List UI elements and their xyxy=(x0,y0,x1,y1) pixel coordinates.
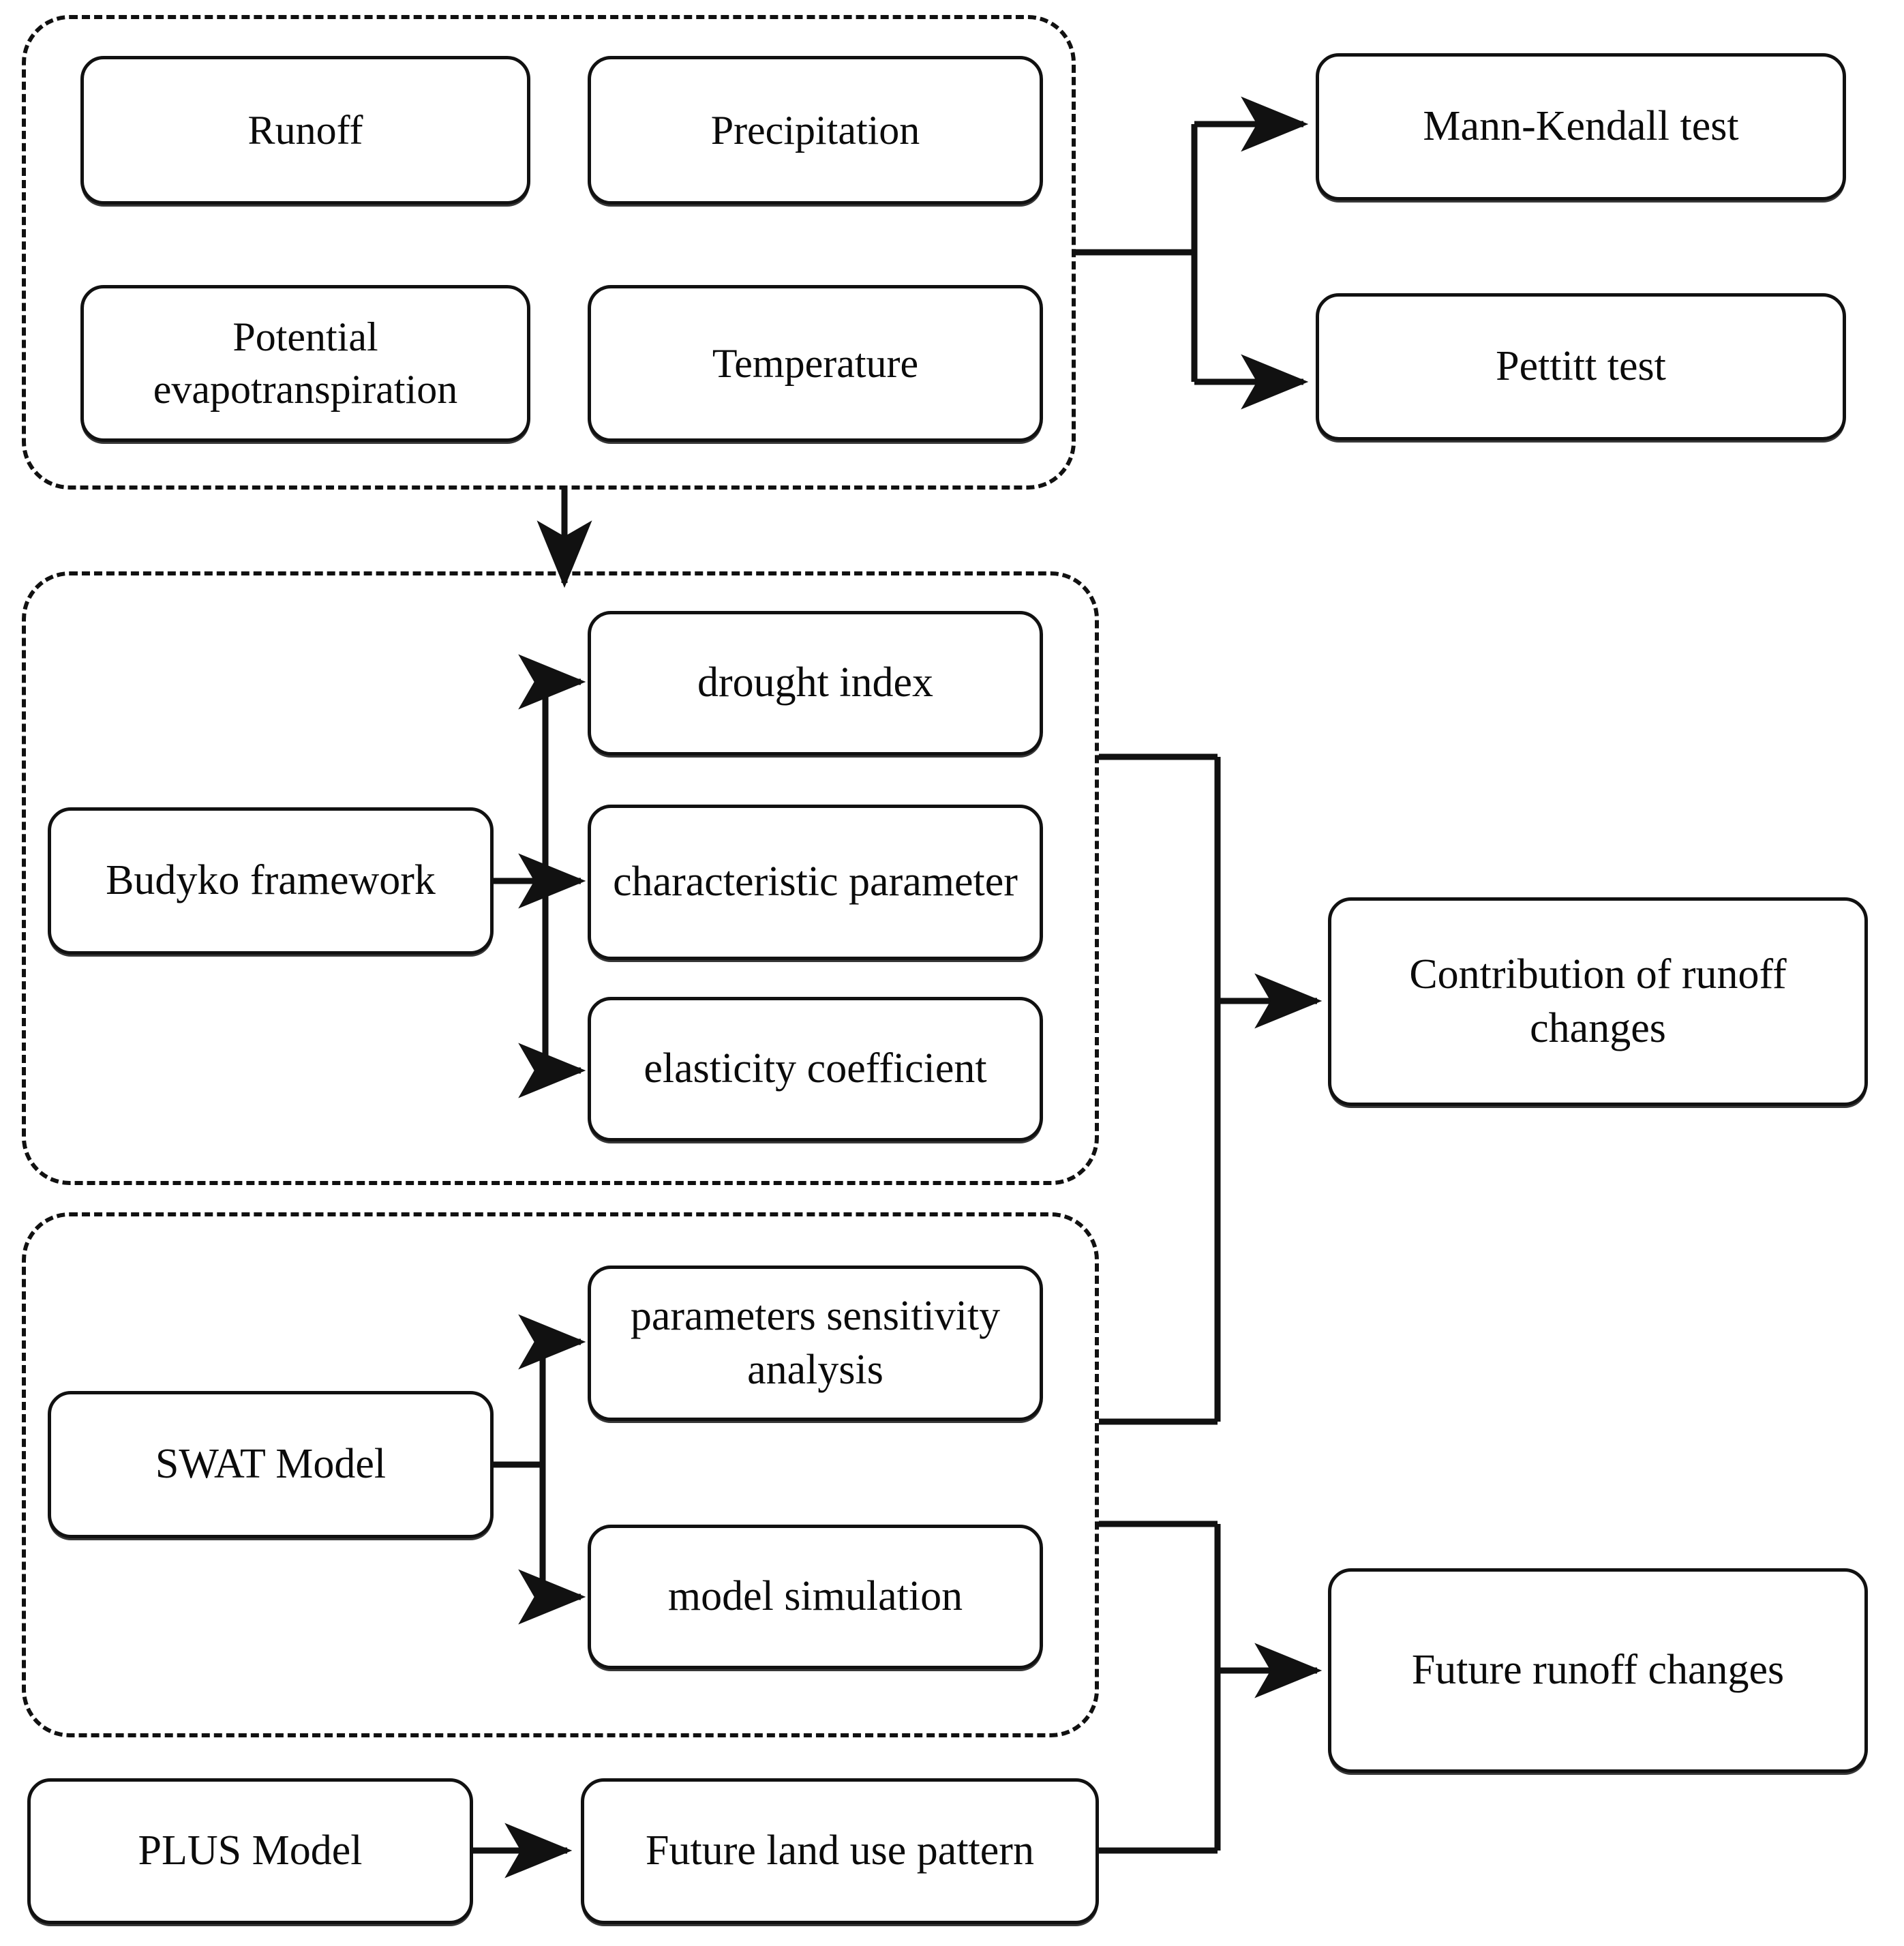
node-runoff[interactable]: Runoff xyxy=(80,56,530,205)
node-swat-model-label: SWAT Model xyxy=(155,1441,387,1488)
node-budyko-framework[interactable]: Budyko framework xyxy=(48,807,494,955)
node-parameters-sensitivity-analysis[interactable]: parameters sensitivity analysis xyxy=(588,1266,1043,1421)
node-temperature[interactable]: Temperature xyxy=(588,285,1043,442)
node-potential-evapotranspiration[interactable]: Potential evapotranspiration xyxy=(80,285,530,442)
node-pettitt-test-label: Pettitt test xyxy=(1496,343,1666,390)
node-mann-kendall-test[interactable]: Mann-Kendall test xyxy=(1316,53,1846,200)
node-parameters-sensitivity-analysis-label: parameters sensitivity analysis xyxy=(630,1292,1001,1393)
node-future-land-use-pattern-label: Future land use pattern xyxy=(646,1827,1034,1874)
node-precipitation-label: Precipitation xyxy=(710,107,920,153)
node-runoff-label: Runoff xyxy=(247,107,363,153)
node-pettitt-test[interactable]: Pettitt test xyxy=(1316,293,1846,440)
node-model-simulation[interactable]: model simulation xyxy=(588,1525,1043,1669)
node-characteristic-parameter[interactable]: characteristic parameter xyxy=(588,805,1043,960)
node-swat-model[interactable]: SWAT Model xyxy=(48,1391,494,1538)
node-future-runoff-changes[interactable]: Future runoff changes xyxy=(1328,1568,1868,1773)
node-potential-evapotranspiration-label: Potential evapotranspiration xyxy=(153,314,458,412)
node-model-simulation-label: model simulation xyxy=(667,1573,963,1620)
node-budyko-framework-label: Budyko framework xyxy=(106,857,436,904)
node-plus-model-label: PLUS Model xyxy=(138,1827,363,1874)
node-future-runoff-changes-label: Future runoff changes xyxy=(1411,1647,1785,1694)
node-plus-model[interactable]: PLUS Model xyxy=(27,1778,473,1924)
node-elasticity-coefficient[interactable]: elasticity coefficient xyxy=(588,997,1043,1141)
node-elasticity-coefficient-label: elasticity coefficient xyxy=(644,1045,987,1092)
node-precipitation[interactable]: Precipitation xyxy=(588,56,1043,205)
node-contribution-of-runoff-changes[interactable]: Contribution of runoff changes xyxy=(1328,897,1868,1106)
node-contribution-of-runoff-changes-label: Contribution of runoff changes xyxy=(1409,950,1787,1051)
node-characteristic-parameter-label: characteristic parameter xyxy=(613,858,1018,905)
node-temperature-label: Temperature xyxy=(712,340,919,386)
node-mann-kendall-test-label: Mann-Kendall test xyxy=(1423,103,1739,150)
node-future-land-use-pattern[interactable]: Future land use pattern xyxy=(581,1778,1099,1924)
node-drought-index-label: drought index xyxy=(697,659,934,706)
node-drought-index[interactable]: drought index xyxy=(588,611,1043,755)
